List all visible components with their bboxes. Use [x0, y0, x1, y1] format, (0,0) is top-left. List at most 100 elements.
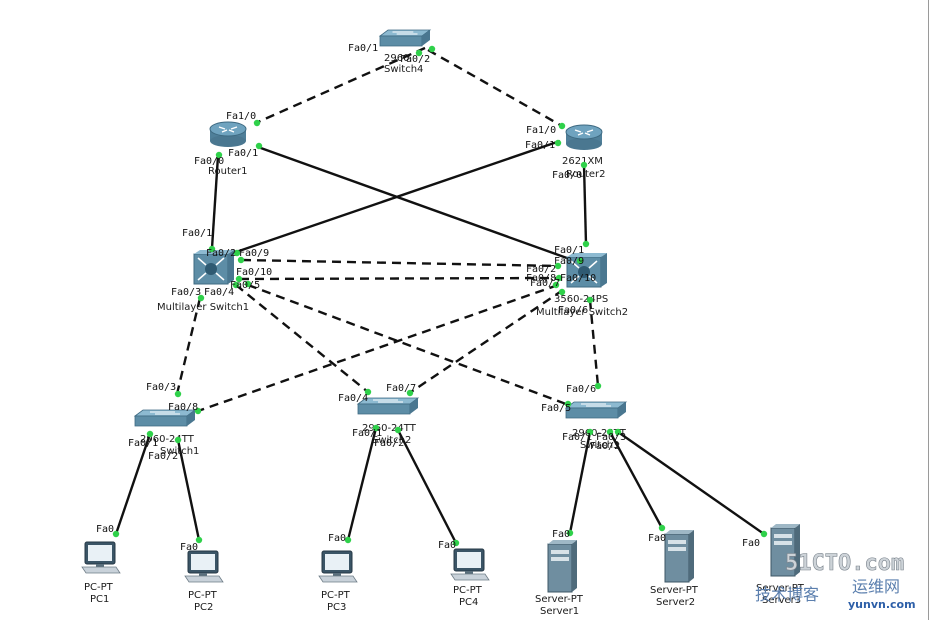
port-dot-router2: [558, 122, 566, 130]
device-switch4[interactable]: [378, 29, 432, 47]
links-layer: [114, 46, 765, 544]
device-label-mls1: Multilayer Switch1: [157, 302, 249, 313]
port-dot-sw3: [594, 382, 602, 390]
monitor-screen: [457, 552, 481, 568]
switch-front: [134, 415, 188, 427]
port-dot-mls1: [233, 249, 241, 257]
device-mls2[interactable]: [566, 253, 607, 288]
port-dot-pc2: [195, 536, 203, 544]
device-label-pc2: PC2: [194, 602, 213, 613]
link-router1-mls1[interactable]: [210, 155, 220, 249]
link-mls2-sw1[interactable]: [197, 283, 559, 413]
port-dot-mls1: [197, 294, 205, 302]
switch-arrows-icon: [392, 31, 418, 35]
port-label-sw3: Fa0/1: [562, 432, 592, 443]
device-label-server1: Server-PT: [535, 594, 584, 605]
device-label-sw3: Switch3: [580, 440, 619, 451]
port-dot-mls2: [576, 257, 584, 265]
device-server2[interactable]: [664, 530, 694, 583]
port-label-router1: Fa0/1: [228, 148, 258, 159]
server-side: [572, 540, 577, 592]
link-switch4-router2[interactable]: [427, 48, 563, 128]
port-dot-router1: [255, 142, 263, 150]
port-dot-pc3: [344, 536, 352, 544]
port-label-pc1: Fa0: [96, 524, 114, 535]
port-label-sw2: Fa0/1: [352, 428, 382, 439]
device-pc3[interactable]: [318, 550, 358, 583]
link-router2-mls1[interactable]: [235, 139, 561, 254]
link-sw2-pc4[interactable]: [396, 429, 458, 544]
port-label-mls1: Fa0/1: [182, 228, 212, 239]
link-sw3-server3[interactable]: [617, 431, 765, 535]
device-server1[interactable]: [547, 540, 577, 593]
device-label-pc1: PC1: [90, 594, 109, 605]
device-router2[interactable]: [565, 124, 603, 150]
device-label-sw3: 2960-24TT: [572, 428, 627, 439]
link-router2-mls2[interactable]: [582, 164, 588, 245]
port-label-sw2: Fa0/4: [338, 393, 368, 404]
monitor-screen: [325, 554, 349, 570]
link-mls1-sw2[interactable]: [235, 284, 369, 393]
switch-top: [378, 29, 432, 37]
switch-arrows-icon: [150, 411, 180, 415]
watermark-line4: yunvn.com: [848, 598, 916, 611]
link-mls1-sw1[interactable]: [175, 297, 202, 395]
port-dot-pc4: [452, 539, 460, 547]
link-sw1-pc2[interactable]: [176, 439, 201, 541]
port-dot-mls1: [232, 281, 240, 289]
port-dot-mls2: [555, 274, 563, 282]
router-arrows-icon: [574, 129, 594, 136]
port-label-sw3: Fa0/5: [541, 403, 571, 414]
device-label-switch4: 2960: [384, 53, 409, 64]
device-pc2[interactable]: [184, 550, 224, 583]
port-label-switch4: Fa0/2: [400, 54, 430, 65]
keyboard: [318, 575, 358, 583]
device-sw3[interactable]: [564, 401, 628, 419]
device-pc1[interactable]: [81, 541, 121, 574]
port-label-sw2: Fa0/7: [386, 383, 416, 394]
mls-core: [578, 266, 590, 278]
port-dot-sw3: [564, 400, 572, 408]
device-label-pc3: PC3: [327, 602, 346, 613]
link-sw2-pc3[interactable]: [346, 427, 378, 541]
port-dot-mls2: [558, 288, 566, 296]
port-label-mls1: Fa0/2: [206, 248, 236, 259]
device-pc4[interactable]: [450, 548, 490, 581]
link-mls1-mls2[interactable]: [241, 258, 561, 268]
port-dot-mls1: [244, 280, 252, 288]
device-sw2[interactable]: [356, 397, 420, 415]
link-sw1-pc1[interactable]: [114, 433, 152, 535]
router-top: [209, 121, 247, 137]
port-dot-mls1: [208, 245, 216, 253]
link-mls2-sw2[interactable]: [407, 289, 564, 395]
device-label-router2: 2621XM: [562, 156, 603, 167]
server-drive-2: [774, 541, 792, 545]
link-switch4-router1[interactable]: [257, 46, 426, 124]
port-dot-sw3: [586, 428, 594, 436]
link-router1-mls2[interactable]: [257, 145, 579, 264]
device-mls1[interactable]: [193, 250, 234, 285]
server-drive-2: [551, 557, 569, 561]
switch-side: [618, 402, 626, 418]
router-bottom: [566, 138, 602, 150]
device-server3[interactable]: [770, 524, 800, 577]
link-mls1-mls2[interactable]: [239, 276, 561, 281]
device-label-sw2: Switch2: [372, 435, 411, 446]
port-label-server1: Fa0: [552, 529, 570, 540]
monitor-screen: [88, 545, 112, 561]
port-label-mls2: Fa0/7: [530, 278, 560, 289]
port-dot-mls1: [237, 256, 245, 264]
link-sw3-server1[interactable]: [568, 431, 592, 534]
device-router1[interactable]: [209, 121, 247, 147]
port-dot-switch4: [415, 49, 423, 57]
mls-core: [205, 263, 217, 275]
port-dot-sw1: [194, 407, 202, 415]
port-label-sw3: Fa0/3: [596, 432, 626, 443]
switch-arrows-icon: [373, 399, 403, 403]
link-sw3-server2[interactable]: [608, 431, 664, 529]
monitor-stand: [465, 571, 473, 574]
port-label-mls2: Fa0/6: [558, 305, 588, 316]
device-label-pc3: PC-PT: [321, 590, 351, 601]
link-mls1-sw3[interactable]: [247, 283, 567, 406]
